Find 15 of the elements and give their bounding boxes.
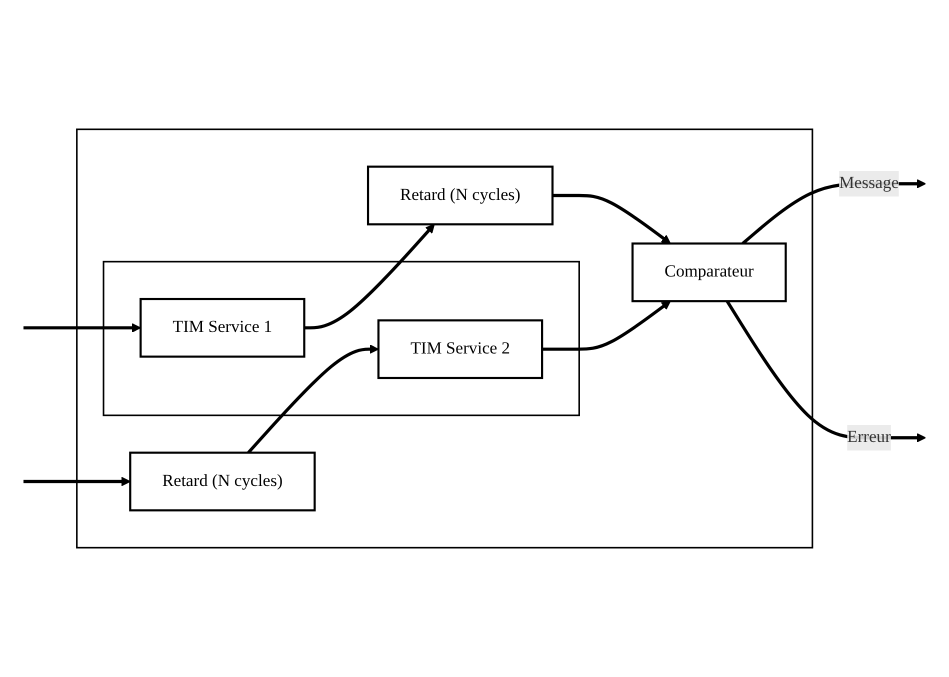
arrow bbox=[247, 344, 379, 454]
node-box: Retard (N cycles) bbox=[366, 166, 554, 226]
arrow bbox=[542, 300, 671, 351]
arrow bbox=[552, 194, 671, 244]
cluster bbox=[102, 260, 580, 416]
node-box: TIM Service 2 bbox=[377, 319, 544, 380]
edge-label: Erreur bbox=[847, 428, 891, 446]
arrow bbox=[23, 323, 142, 333]
node-box: Comparateur bbox=[631, 242, 787, 302]
edge-label: Message bbox=[839, 174, 899, 192]
node-box: TIM Service 1 bbox=[140, 298, 306, 358]
arrow bbox=[304, 224, 435, 330]
cluster bbox=[76, 128, 814, 548]
node-box: Retard (N cycles) bbox=[129, 452, 316, 512]
arrow bbox=[23, 476, 131, 486]
